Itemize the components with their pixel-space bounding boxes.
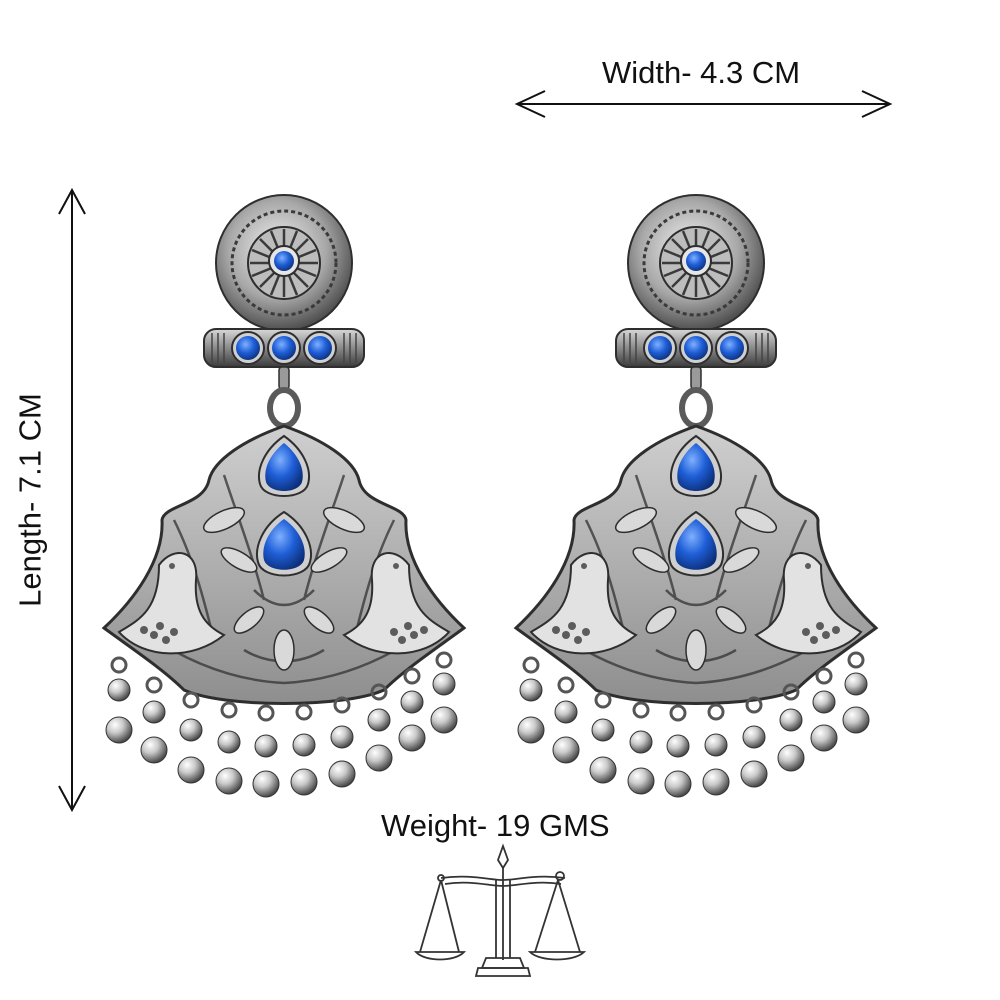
length-arrow: [58, 187, 86, 813]
width-arrow: [514, 90, 893, 118]
right-earring: [516, 195, 876, 797]
balance-scale-icon: [413, 843, 587, 977]
left-earring: [104, 195, 464, 797]
width-label: Width- 4.3 CM: [602, 55, 801, 90]
weight-label: Weight- 19 GMS: [381, 808, 610, 843]
